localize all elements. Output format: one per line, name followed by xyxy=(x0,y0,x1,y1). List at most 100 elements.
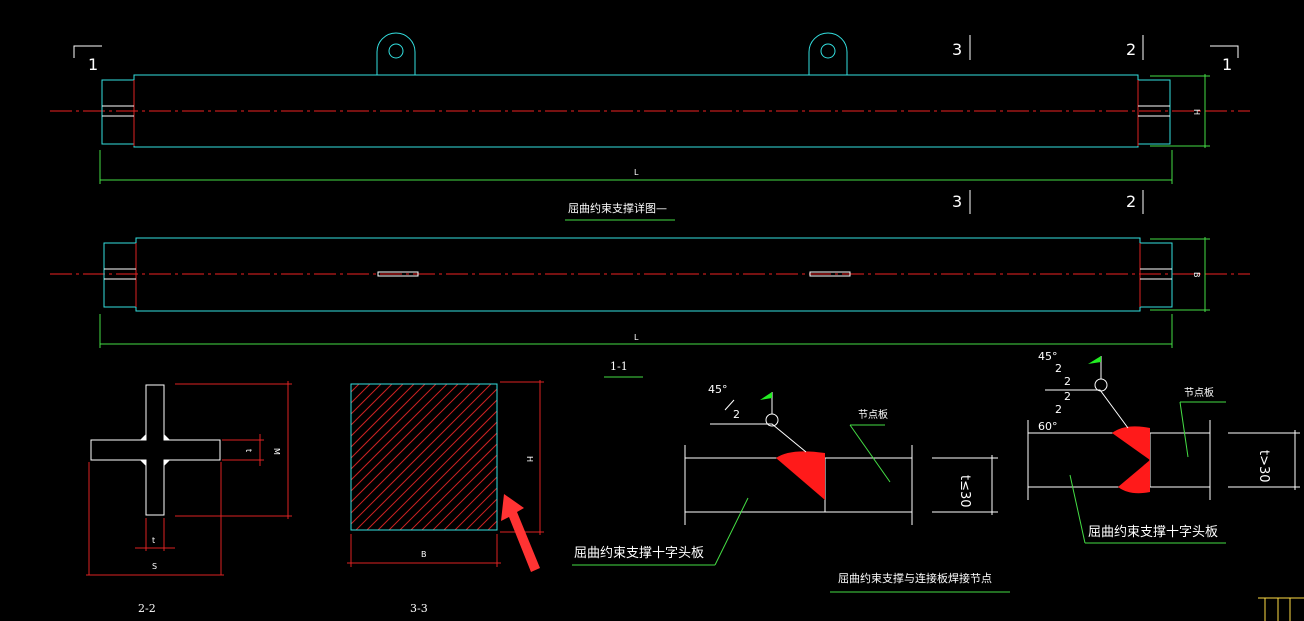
label-t-le-30: t≤30 xyxy=(957,475,972,508)
weld-leader xyxy=(1045,389,1129,429)
section-2-2-cross: S t M t 2-2 xyxy=(86,381,292,615)
dim-label-M: M xyxy=(272,448,281,455)
weld-angle-45-thick: 45° xyxy=(1038,350,1058,363)
weld-detail-title: 屈曲约束支撑与连接板焊接节点 xyxy=(838,571,992,585)
lug-hole-right xyxy=(820,43,836,59)
section-mark-1-left xyxy=(73,45,102,58)
weld-cap xyxy=(776,451,825,458)
lug-slot-left xyxy=(377,271,419,277)
hatch-line xyxy=(355,388,497,530)
weld-detail-thin: 45° 2 节点板 屈曲约束支撑十字头板 t≤30 xyxy=(572,383,998,566)
weld-bevel-top xyxy=(1112,433,1150,460)
end-plate-left xyxy=(101,79,135,145)
lug-hole-left xyxy=(388,43,404,59)
frame-fragment xyxy=(1258,597,1304,621)
weld-bevel-fill xyxy=(776,458,825,500)
hatch-line xyxy=(421,454,497,530)
cross-plate-outline xyxy=(90,384,221,516)
dim-label-t-vert: t xyxy=(244,449,253,452)
weld-symbol-line xyxy=(724,399,735,411)
dim-label-L: L xyxy=(634,168,639,177)
weld-size-3: 2 xyxy=(1064,390,1071,403)
dim-label-t: t xyxy=(152,536,155,545)
hatch-line xyxy=(351,384,393,426)
field-weld-flag-icon xyxy=(1088,356,1101,364)
lug-slot-right xyxy=(809,271,851,277)
hatch-line xyxy=(410,443,497,530)
weld-size-1: 2 xyxy=(1055,362,1062,375)
dim-label-H-sq: H xyxy=(525,456,534,462)
hatch-line xyxy=(202,384,348,530)
brace-elevation: L H 1 1 3 2 3 2 屈曲约束支撑详图— xyxy=(50,32,1250,221)
section-label-3-bottom: 3 xyxy=(952,192,962,211)
hatch-line xyxy=(399,432,497,530)
label-t-gt-30: t>30 xyxy=(1256,450,1271,483)
weld-cap-bottom xyxy=(1118,487,1150,494)
section-mark-1-right xyxy=(1210,45,1239,58)
hatch-line xyxy=(465,498,497,530)
drawing-title-main: 屈曲约束支撑详图— xyxy=(568,201,667,215)
section-3-3-square: H B 3-3 xyxy=(191,380,544,615)
dim-label-B: B xyxy=(1192,272,1201,278)
end-plate-right-plan xyxy=(1139,242,1173,308)
hatch-line xyxy=(454,487,497,530)
weld-size-2: 2 xyxy=(1064,375,1071,388)
hatch-line xyxy=(351,384,415,448)
hatch-line xyxy=(191,384,337,530)
plate-leader xyxy=(1069,474,1086,544)
hatch-line xyxy=(351,384,426,459)
gusset-leader xyxy=(849,424,891,483)
hatch-line xyxy=(377,410,497,530)
label-gusset: 节点板 xyxy=(858,408,888,421)
hatch-line xyxy=(388,421,497,530)
section-label-1-right: 1 xyxy=(1222,55,1232,74)
section-title-3-3: 3-3 xyxy=(410,602,428,615)
dim-label-L-plan: L xyxy=(634,333,639,342)
hatch-line xyxy=(351,384,360,393)
weld-cap-top xyxy=(1112,426,1150,433)
section-title-2-2: 2-2 xyxy=(138,602,156,615)
hatch-line xyxy=(351,384,371,404)
hatch-line xyxy=(443,476,497,530)
dim-label-B-sq: B xyxy=(421,550,427,559)
end-plate-left-plan xyxy=(103,242,137,308)
hatch-line xyxy=(351,384,382,415)
dim-label-S: S xyxy=(152,562,157,571)
hatch-line xyxy=(351,384,437,470)
lifting-lug-left xyxy=(376,32,416,75)
cross-fillet-welds xyxy=(140,434,170,466)
label-cross-plate-thick: 屈曲约束支撑十字头板 xyxy=(1088,525,1218,540)
weld-leader xyxy=(710,423,807,453)
section-label-1-left: 1 xyxy=(88,55,98,74)
lifting-lug-right xyxy=(808,32,848,75)
plate-leader xyxy=(714,497,749,566)
field-weld-flag-icon xyxy=(760,392,772,400)
hatch-line xyxy=(366,399,497,530)
hatch-line xyxy=(351,384,448,481)
weld-all-around-symbol xyxy=(1094,378,1108,392)
weld-detail-thick: 45° 60° 2 2 2 2 节点板 屈曲约束支撑十字头板 t>30 xyxy=(1027,350,1300,544)
square-tube-outline xyxy=(350,383,498,531)
weld-size-4: 2 xyxy=(1055,403,1062,416)
weld-bevel-bottom xyxy=(1118,460,1150,487)
hatch-line xyxy=(351,384,481,514)
label-gusset-thick: 节点板 xyxy=(1184,386,1214,399)
dim-label-H: H xyxy=(1192,109,1201,115)
gusset-leader xyxy=(1179,401,1189,458)
hatch-line xyxy=(351,384,404,437)
section-label-2-bottom: 2 xyxy=(1126,192,1136,211)
hatch-line xyxy=(432,465,497,530)
red-arrow-pointer xyxy=(501,494,540,572)
hatch-line xyxy=(476,509,497,530)
weld-size: 2 xyxy=(733,408,740,421)
concrete-hatch xyxy=(191,384,497,530)
section-label-2-top: 2 xyxy=(1126,40,1136,59)
hatch-line xyxy=(351,384,470,503)
label-cross-plate: 屈曲约束支撑十字头板 xyxy=(574,546,704,561)
hatch-line xyxy=(351,384,459,492)
weld-angle-45: 45° xyxy=(708,383,728,396)
weld-angle-60: 60° xyxy=(1038,420,1058,433)
section-label-3-top: 3 xyxy=(952,40,962,59)
hatch-line xyxy=(351,384,492,525)
